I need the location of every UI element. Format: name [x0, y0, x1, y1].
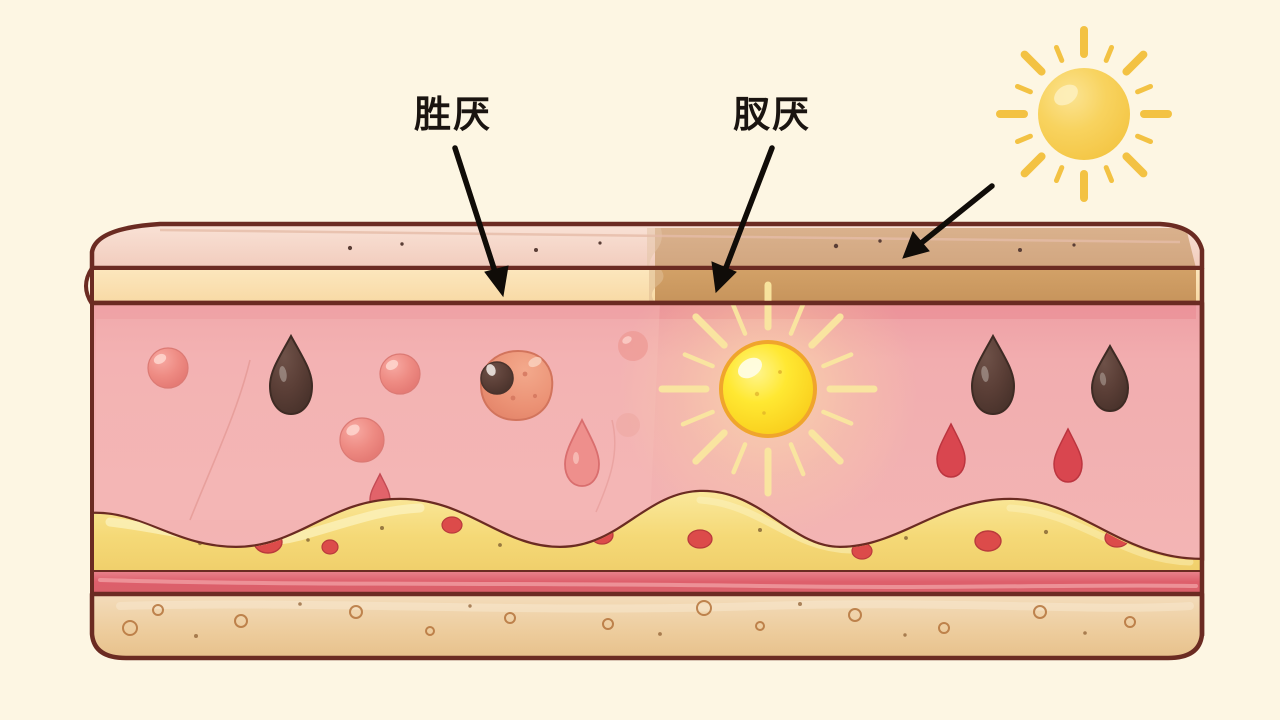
- melanin-drop: [1090, 343, 1130, 413]
- sky-sun-rays: [996, 26, 1172, 202]
- layer-dermis: [91, 281, 1205, 563]
- arrow-dermis: [711, 145, 775, 294]
- base-pores: [122, 600, 1136, 636]
- arrow-sun-exposure: [902, 183, 995, 259]
- sky-sun: [996, 26, 1172, 202]
- pink-cell: [618, 331, 648, 361]
- dermis-sun-rays: [658, 281, 878, 497]
- layer-epidermis: [84, 266, 1202, 306]
- annotation-arrows: [452, 145, 995, 298]
- melanin-drop: [268, 333, 314, 416]
- red-drop: [936, 422, 966, 478]
- red-drop: [564, 417, 600, 487]
- pink-cell: [379, 353, 421, 395]
- pink-cell: [616, 413, 640, 437]
- label-epidermis: 胜厌: [414, 93, 492, 136]
- pink-cell: [147, 347, 189, 389]
- dermis-pink-cells: [147, 331, 648, 463]
- red-drop: [1053, 427, 1083, 483]
- arrow-epidermis: [452, 145, 509, 298]
- large-dermis-cell: [479, 349, 554, 422]
- melanin-drop: [970, 333, 1016, 416]
- melanin-drops: [268, 333, 1130, 416]
- layer-hypodermis-base: [89, 591, 1205, 661]
- layer-muscle-band: [92, 572, 1202, 596]
- label-dermis: 肞厌: [733, 93, 811, 136]
- surface-specks: [347, 239, 1076, 252]
- dermis-sun: [658, 281, 878, 497]
- pink-cell: [339, 417, 385, 463]
